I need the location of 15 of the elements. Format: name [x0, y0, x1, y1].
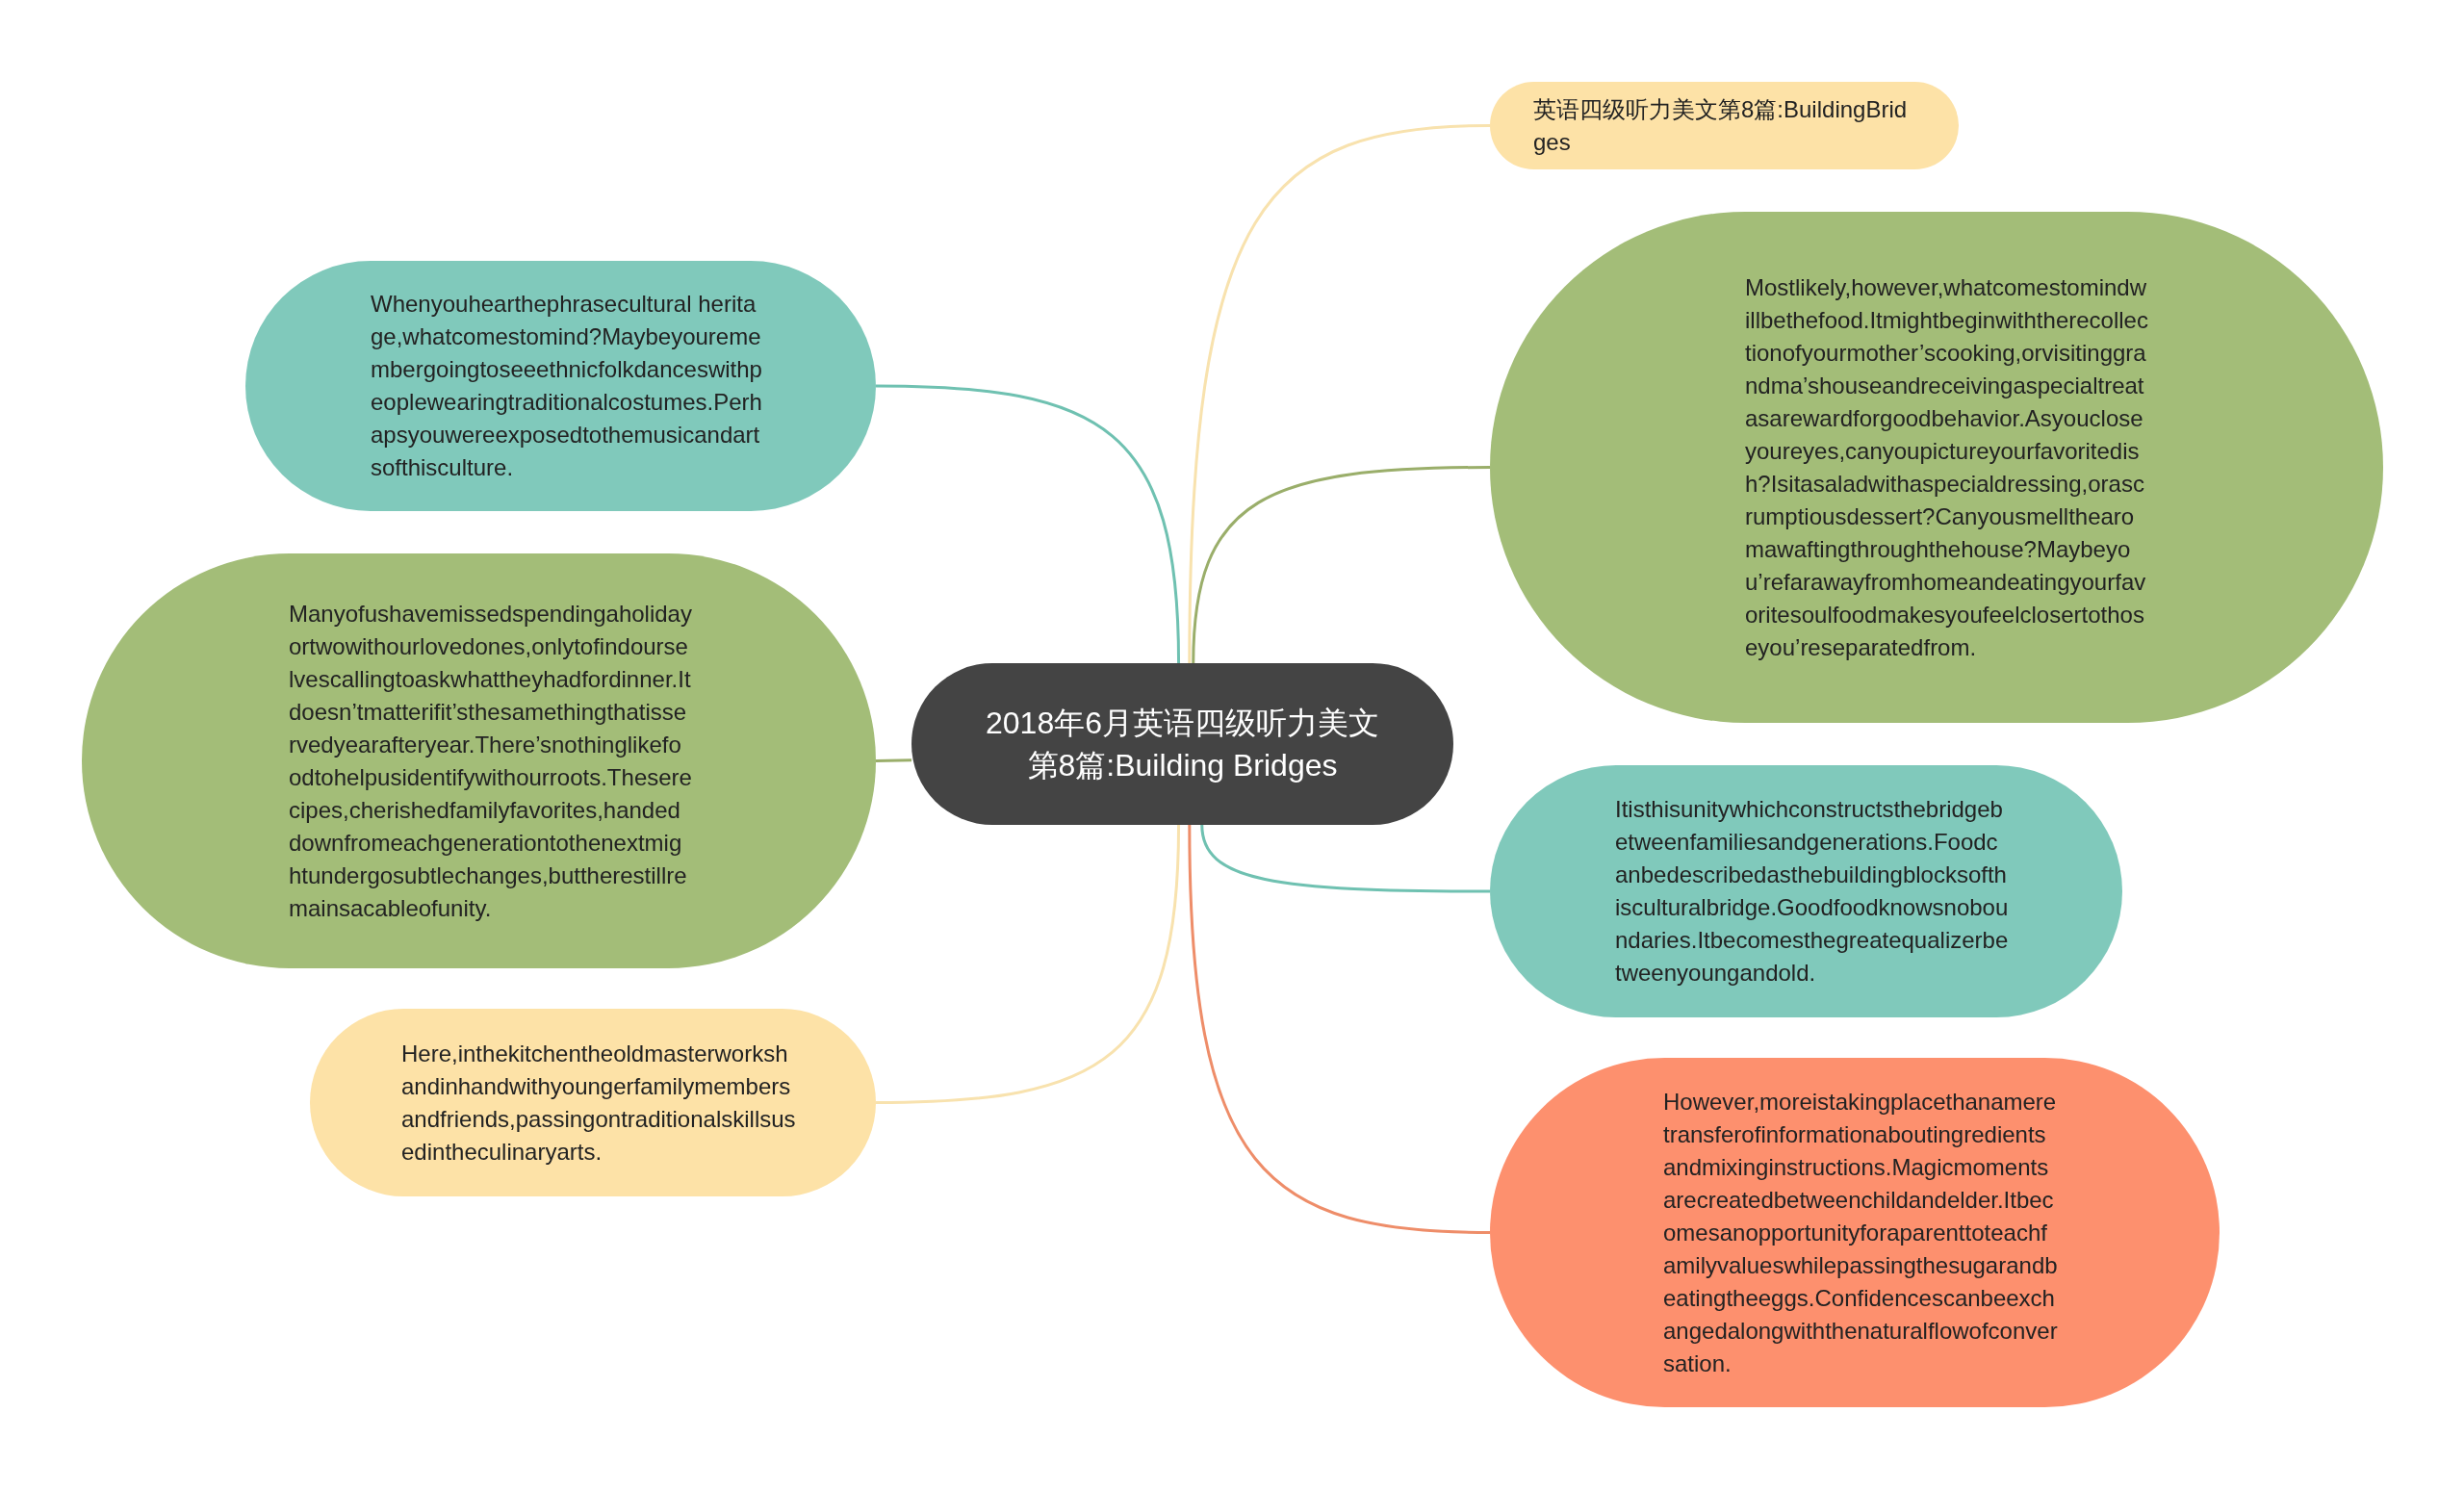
topic-bubble: Mostlikely,however,whatcomestomindwillbethefood.Itmightbeginwiththerecollectionofyourmother’scooking,orvisitinggrandma’shouseandreceivingaspecialtreatasarewardforgoodbehavior.Asyoucloseyoureyes,canyoupictureyourfavoritedish?Isitasaladwithaspecialdressing,orascrumptiousdessert?Canyousmellthearomawaftingthroughthehouse?Maybeyou’refarawayfromhomeandeatingyourfavoritesoulfoodmakesyoufeelclosertothoseyou’reseparatedfrom.: [1490, 212, 2383, 723]
topic-bubble: Manyofushavemissedspendingaholidayortwowithourlovedones,onlytofindourselvescallingtoaskwhattheyhadfordinner.Itdoesn’tmatterifit’sthesamethingthatisservedyearafteryear.There’snothinglikefoodtohelpusidentifywithourroots.Theserecipes,cherishedfamilyfavorites,handeddownfromeachgenerationtothenextmightundergosubtlechanges,buttherestillremainsacableofunity.: [82, 553, 876, 968]
connector-line: [875, 384, 1181, 664]
connector-line: [875, 758, 912, 762]
topic-bubble: Here,inthekitchentheoldmasterworkshandinhandwithyoungerfamilymembersandfriends,passingontraditionalskillsusedintheculinaryarts.: [310, 1009, 876, 1196]
connector-line: [1188, 124, 1491, 664]
topic-bubble: Whenyouhearthephrasecultural heritage,whatcomestomind?Maybeyouremembergoingtoseeethnicfolkdanceswithpeoplewearingtraditionalcostumes.Perhapsyouwereexposedtothemusicandartsofthisculture.: [245, 261, 876, 511]
topic-bubble: 英语四级听力美文第8篇:BuildingBridges: [1490, 82, 1959, 169]
connector-line: [1188, 824, 1491, 1234]
connector-line: [1192, 466, 1490, 664]
connector-line: [875, 824, 1181, 1104]
topic-bubble: However,moreistakingplacethanameretransferofinformationaboutingredientsandmixinginstructions.Magicmomentsarecreatedbetweenchildandelder.Itbecomesanopportunityforaparenttoteachfamilyvalueswhilepassingthesugarandbeatingtheeggs.Confidencescanbeexchangedalongwiththenaturalflowofconversation.: [1490, 1058, 2220, 1407]
central-topic-bubble: 2018年6月英语四级听力美文第8篇:Building Bridges: [911, 663, 1453, 825]
connector-line: [1200, 824, 1490, 893]
topic-bubble: Itisthisunitywhichconstructsthebridgebetweenfamiliesandgenerations.Foodcanbedescribedasthebuildingblocksofthisculturalbridge.Goodfoodknowsnoboundaries.Itbecomesthegreatequalizerbetweenyoungandold.: [1490, 765, 2122, 1017]
